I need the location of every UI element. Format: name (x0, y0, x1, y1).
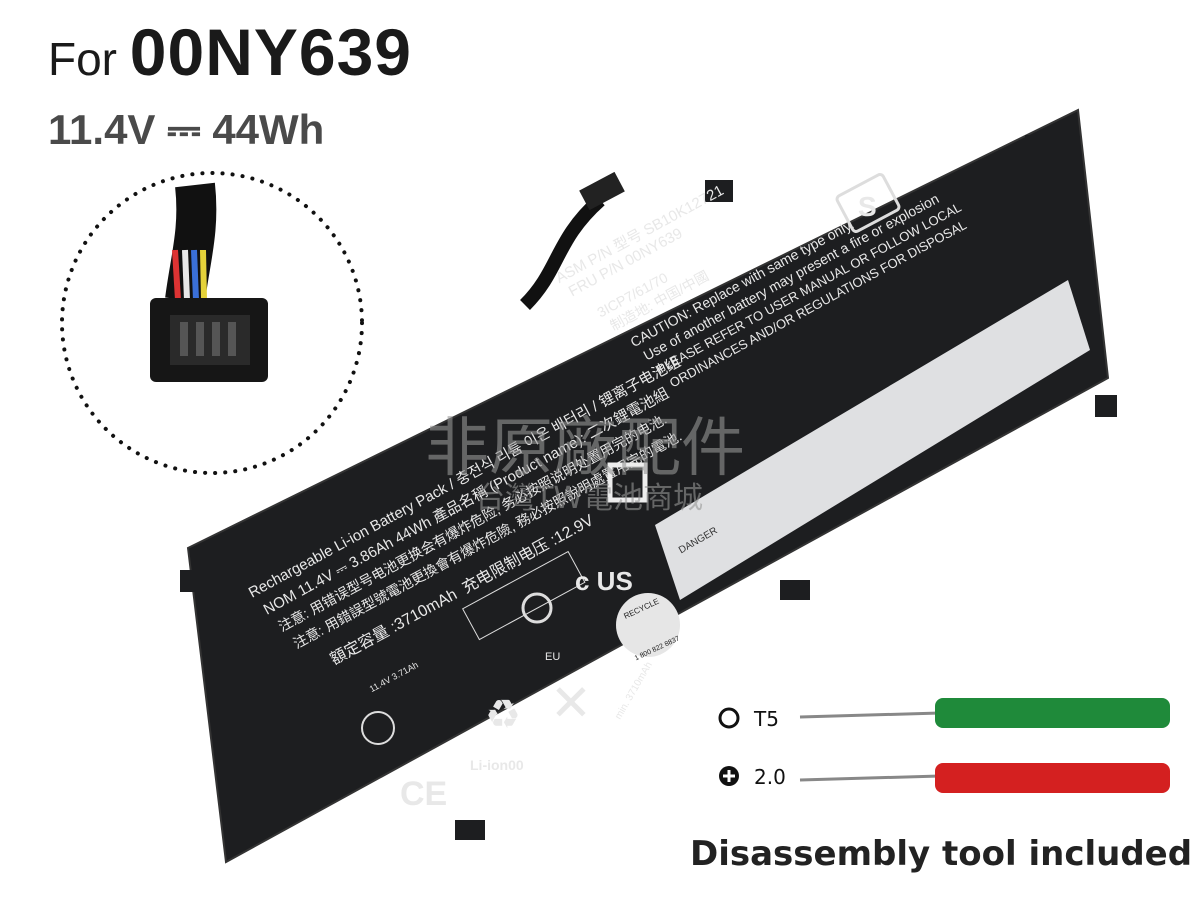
rbrc-seal (616, 593, 680, 657)
dc-symbol: ⎓ (167, 106, 201, 153)
battery-connector (579, 171, 625, 211)
eu-mark: EU (545, 651, 560, 663)
ul-mark: c US (575, 566, 633, 596)
tool-label-t5: T5 (754, 707, 779, 731)
model-number: 00NY639 (129, 15, 412, 89)
battery-body (186, 108, 1110, 864)
connector-zoom-circle (60, 171, 364, 475)
five-year-icon (521, 592, 553, 624)
spec-line: 11.4V ⎓ 44Wh (48, 106, 324, 155)
li-ion-mark: Li-ion00 (470, 757, 524, 773)
min-capacity: min. 3710mAh (613, 660, 655, 721)
capacity: 44Wh (212, 106, 325, 153)
ce-mark: CE (400, 775, 447, 813)
s-logo-letter: S (858, 191, 877, 222)
safety-icon (361, 711, 395, 745)
for-label: For (48, 33, 117, 85)
watermark-line-1: 非原廠配件 (425, 412, 745, 486)
warning-label (655, 280, 1090, 600)
screwdriver-2-0 (719, 763, 1170, 793)
battery-recycle-logo (607, 462, 648, 503)
page-title: For 00NY639 (48, 14, 412, 90)
crossed-bin-icon: ✕ (550, 675, 592, 731)
battery-cable (519, 194, 605, 310)
tool-label-2-0: 2.0 (754, 765, 786, 789)
screwdriver-t5 (718, 698, 1170, 729)
footer-caption: Disassembly tool included (690, 834, 1193, 874)
voltage: 11.4V (48, 106, 156, 153)
torx-icon (718, 707, 740, 729)
s-logo (835, 173, 901, 233)
recycle-icon: ♻ (485, 693, 521, 737)
watermark-line-2: 台灣TW電池商城 (475, 481, 703, 516)
connector-closeup (150, 182, 268, 382)
